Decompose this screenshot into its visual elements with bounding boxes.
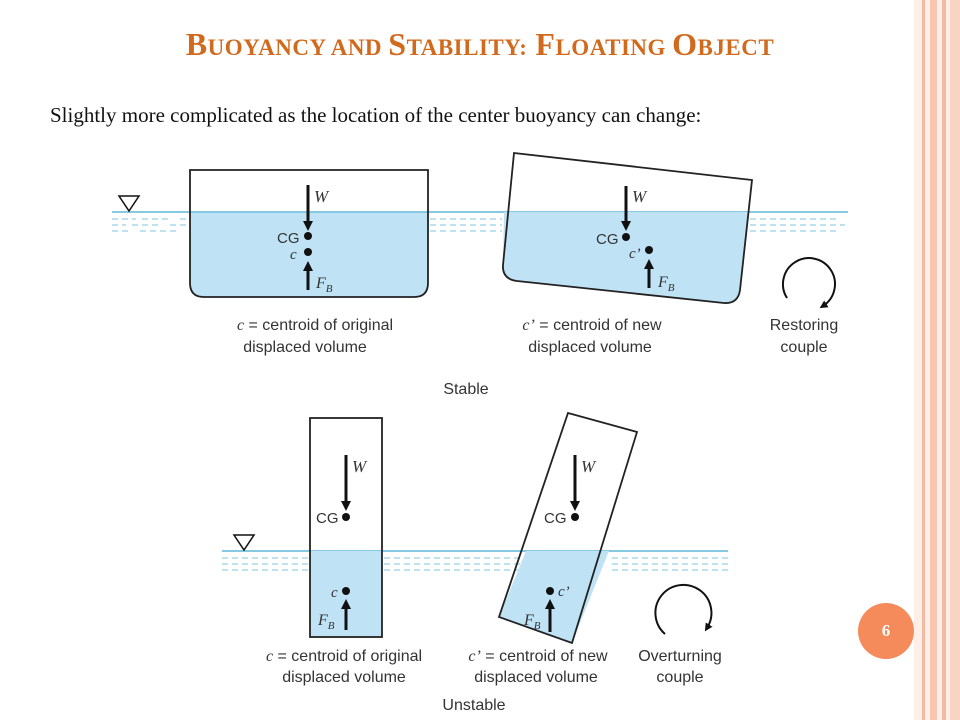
overturning-couple-label-line2: couple: [656, 669, 703, 686]
centroid-label: c: [290, 247, 297, 263]
centroid-label: c: [331, 585, 338, 601]
unstable-water-surface: [222, 550, 728, 571]
subtitle: Slightly more complicated as the locatio…: [50, 103, 702, 127]
water-level-marker-icon: [117, 195, 141, 213]
weight-label: W: [352, 457, 368, 476]
overturning-couple-label: Overturning: [638, 648, 722, 665]
unstable-left-caption: c = centroid of original: [266, 648, 422, 665]
stable-right-caption-line2: displaced volume: [528, 339, 652, 356]
cg-label: CG: [544, 510, 567, 527]
stable-right-caption: c’ = centroid of new: [522, 317, 662, 334]
stable-left-caption-line2: displaced volume: [243, 339, 367, 356]
page-title: BUOYANCY AND STABILITY: FLOATING OBJECT: [185, 26, 775, 62]
unstable-left-caption-line2: displaced volume: [282, 669, 406, 686]
unstable-right-caption: c’ = centroid of new: [468, 648, 608, 665]
page-number-badge: 6: [858, 603, 914, 659]
stable-tilted-block: [502, 152, 753, 304]
restoring-couple-label-line2: couple: [780, 339, 827, 356]
weight-label: W: [632, 187, 648, 206]
buoyant-force-label: FB: [315, 275, 333, 295]
unstable-tilted-block: [497, 411, 639, 645]
unstable-upright-block: [309, 417, 383, 638]
unstable-right-caption-line2: displaced volume: [474, 669, 598, 686]
restoring-couple-label: Restoring: [770, 317, 838, 334]
cg-label: CG: [316, 510, 339, 527]
stable-left-caption: c = centroid of original: [237, 317, 393, 334]
restoring-couple-icon: [782, 257, 836, 309]
cg-label: CG: [596, 231, 619, 248]
new-centroid-label: c’: [629, 246, 641, 262]
overturning-couple-icon: [654, 583, 713, 635]
buoyant-force-label: FB: [657, 274, 675, 294]
water-level-marker-icon: [232, 534, 256, 552]
new-centroid-label: c’: [558, 584, 570, 600]
stable-heading: Stable: [443, 381, 488, 398]
decorative-side-stripes: [914, 0, 960, 720]
weight-label: W: [581, 457, 597, 476]
buoyant-force-label: FB: [317, 612, 335, 632]
buoyant-force-label: FB: [523, 612, 541, 632]
unstable-heading: Unstable: [442, 697, 505, 714]
stable-upright-block: [189, 169, 429, 298]
weight-label: W: [314, 187, 330, 206]
cg-label: CG: [277, 230, 300, 247]
